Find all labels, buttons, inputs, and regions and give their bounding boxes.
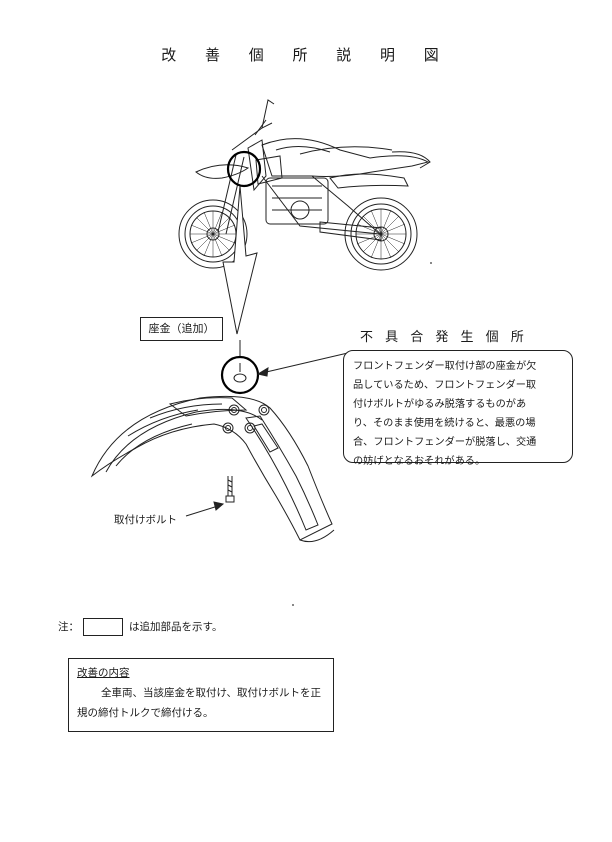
washer-icon (233, 363, 247, 383)
front-fender-illustration (90, 395, 335, 543)
defect-line: の妨げとなるおそれがある。 (353, 456, 486, 467)
arrow-to-bolt (185, 501, 225, 517)
down-arrow-icon (222, 185, 258, 335)
arrow-to-washer (256, 351, 353, 377)
added-part-legend-box (83, 618, 123, 636)
legend-note: 注： は追加部品を示す。 (58, 617, 222, 637)
defect-description-box: フロントフェンダー取付け部の座金が欠 品しているため、フロントフェンダー取 付け… (343, 350, 573, 467)
improvement-heading: 改善の内容 (77, 667, 130, 679)
washer-highlight-circle (220, 355, 260, 395)
defect-line: 付けボルトがゆるみ脱落するものがあ (353, 399, 527, 410)
fork-highlight-circle (226, 150, 262, 188)
note-suffix: は追加部品を示す。 (129, 621, 223, 633)
defect-heading: 不 具 合 発 生 個 所 (360, 330, 528, 345)
defect-line: 品しているため、フロントフェンダー取 (353, 380, 537, 391)
defect-line: 合、フロントフェンダーが脱落し、交通 (353, 437, 537, 448)
bolt-label: 取付けボルト (114, 514, 177, 526)
note-prefix: 注： (58, 621, 79, 633)
motorcycle-illustration (178, 99, 431, 271)
defect-line: フロントフェンダー取付け部の座金が欠 (353, 361, 537, 372)
page-title: 改 善 個 所 説 明 図 (161, 46, 451, 64)
bolt-icon (225, 476, 235, 503)
improvement-box: 改善の内容 全車両、当該座金を取付け、取付けボルトを正 規の締付トルクで締付ける… (68, 658, 334, 732)
improvement-line: 規の締付トルクで締付ける。 (77, 707, 214, 719)
defect-line: り、そのまま使用を続けると、最悪の場 (353, 418, 536, 429)
improvement-line: 全車両、当該座金を取付け、取付けボルトを正 (101, 687, 321, 699)
washer-label: 座金（追加） (140, 317, 223, 341)
